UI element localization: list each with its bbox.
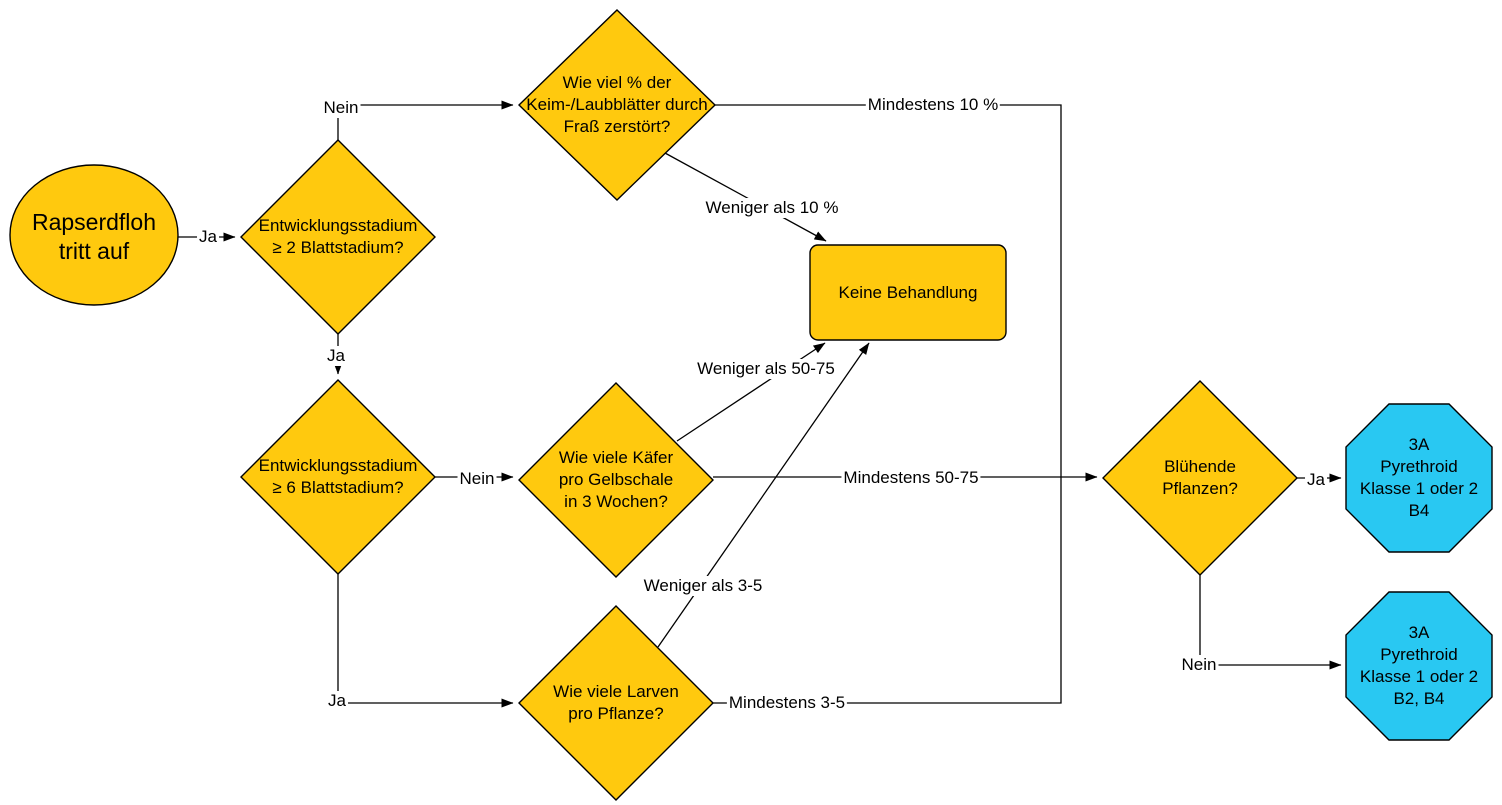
- edge-stage6-larvae: [337, 574, 514, 708]
- edge-stage2-damage: [337, 100, 514, 140]
- node-damage-shape[interactable]: [517, 9, 717, 201]
- nodes-group: [9, 9, 1493, 801]
- node-stage2-shape[interactable]: [240, 139, 436, 335]
- edge-damage-merge: [715, 104, 1062, 477]
- node-larvae-shape[interactable]: [518, 605, 714, 801]
- node-start-shape[interactable]: [9, 164, 179, 306]
- edge-larvae-notreatment: [657, 342, 870, 648]
- edge-larvae-merge: [713, 477, 1062, 704]
- node-treatment-b2-b4-shape[interactable]: [1345, 591, 1493, 741]
- node-stage6-shape[interactable]: [240, 379, 436, 575]
- node-no-treatment-shape[interactable]: [809, 244, 1007, 341]
- edge-flowering-b2b4: [1199, 575, 1342, 670]
- node-flowering-shape[interactable]: [1102, 380, 1298, 576]
- node-treatment-b4-shape[interactable]: [1345, 403, 1493, 553]
- node-beetles-shape[interactable]: [518, 382, 714, 578]
- edge-damage-notreatment: [664, 152, 827, 242]
- edge-beetles-notreatment: [676, 342, 826, 442]
